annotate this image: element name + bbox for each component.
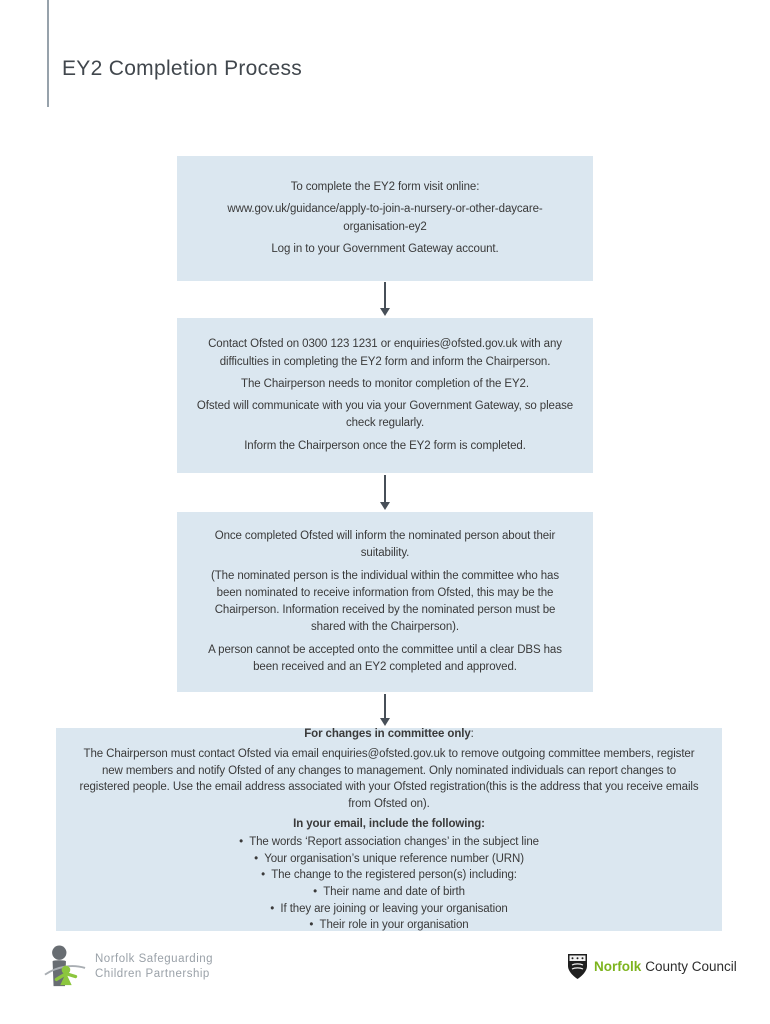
ncc-name-rest: County Council bbox=[645, 959, 737, 974]
page-title: EY2 Completion Process bbox=[62, 57, 303, 80]
bullet-item: The words ‘Report association changes’ i… bbox=[78, 834, 700, 851]
bullet-item: The change to the registered person(s) i… bbox=[78, 867, 700, 884]
nscp-line2: Children Partnership bbox=[95, 968, 210, 980]
flow-step-visit-online: To complete the EY2 form visit online: w… bbox=[177, 156, 593, 281]
arrow-head-icon bbox=[379, 502, 390, 510]
flow-step-text: Ofsted will communicate with you via you… bbox=[196, 400, 574, 430]
flow-step-text: (The nominated person is the individual … bbox=[211, 569, 559, 634]
arrow-stem bbox=[383, 282, 386, 308]
ncc-shield-icon bbox=[568, 954, 587, 979]
title-accent-bar bbox=[47, 0, 49, 107]
nscp-logo-text: Norfolk Safeguarding Children Partnershi… bbox=[95, 952, 213, 982]
committee-box-body: The Chairperson must contact Ofsted via … bbox=[79, 748, 699, 811]
flow-step-text: To complete the EY2 form visit online: bbox=[290, 181, 480, 193]
bullet-item: Your organisation’s unique reference num… bbox=[78, 851, 700, 868]
bullet-item: If they are joining or leaving your orga… bbox=[78, 901, 700, 918]
ncc-name-bold: Norfolk bbox=[594, 959, 642, 974]
flow-step-text: Contact Ofsted on 0300 123 1231 or enqui… bbox=[208, 338, 562, 368]
flow-step-text: Log in to your Government Gateway accoun… bbox=[271, 242, 499, 255]
flow-step-url-text: www.gov.uk/guidance/apply-to-join-a-nurs… bbox=[227, 203, 543, 233]
committee-box-heading-bold: For changes in committee only bbox=[304, 728, 471, 741]
bullet-item: Their name and date of birth bbox=[78, 884, 700, 901]
arrow-stem bbox=[383, 475, 386, 502]
flow-step-committee-changes: For changes in committee only: The Chair… bbox=[56, 728, 722, 931]
bullet-item: Their role in your organisation bbox=[78, 917, 700, 934]
flow-step-text: A person cannot be accepted onto the com… bbox=[208, 643, 562, 673]
arrow-head-icon bbox=[379, 308, 390, 316]
flow-step-text: Inform the Chairperson once the EY2 form… bbox=[244, 439, 526, 452]
committee-box-subheading: In your email, include the following: bbox=[293, 817, 485, 830]
nscp-person-icon bbox=[44, 945, 86, 987]
committee-box-heading: For changes in committee only: bbox=[78, 726, 700, 743]
flow-step-text: The Chairperson needs to monitor complet… bbox=[241, 377, 529, 390]
arrow-stem bbox=[383, 694, 386, 718]
flow-arrow-down-3 bbox=[378, 694, 391, 726]
arrow-head-icon bbox=[379, 718, 390, 726]
flow-step-contact-ofsted: Contact Ofsted on 0300 123 1231 or enqui… bbox=[177, 318, 593, 473]
nscp-line1: Norfolk Safeguarding bbox=[95, 953, 214, 966]
flow-step-suitability: Once completed Ofsted will inform the no… bbox=[177, 512, 593, 692]
committee-box-heading-colon: : bbox=[470, 728, 474, 741]
nscp-logo: Norfolk Safeguarding Children Partnershi… bbox=[44, 944, 213, 990]
flow-step-text: Once completed Ofsted will inform the no… bbox=[214, 530, 556, 560]
flow-arrow-down-2 bbox=[378, 475, 391, 510]
flow-arrow-down-1 bbox=[378, 282, 391, 316]
